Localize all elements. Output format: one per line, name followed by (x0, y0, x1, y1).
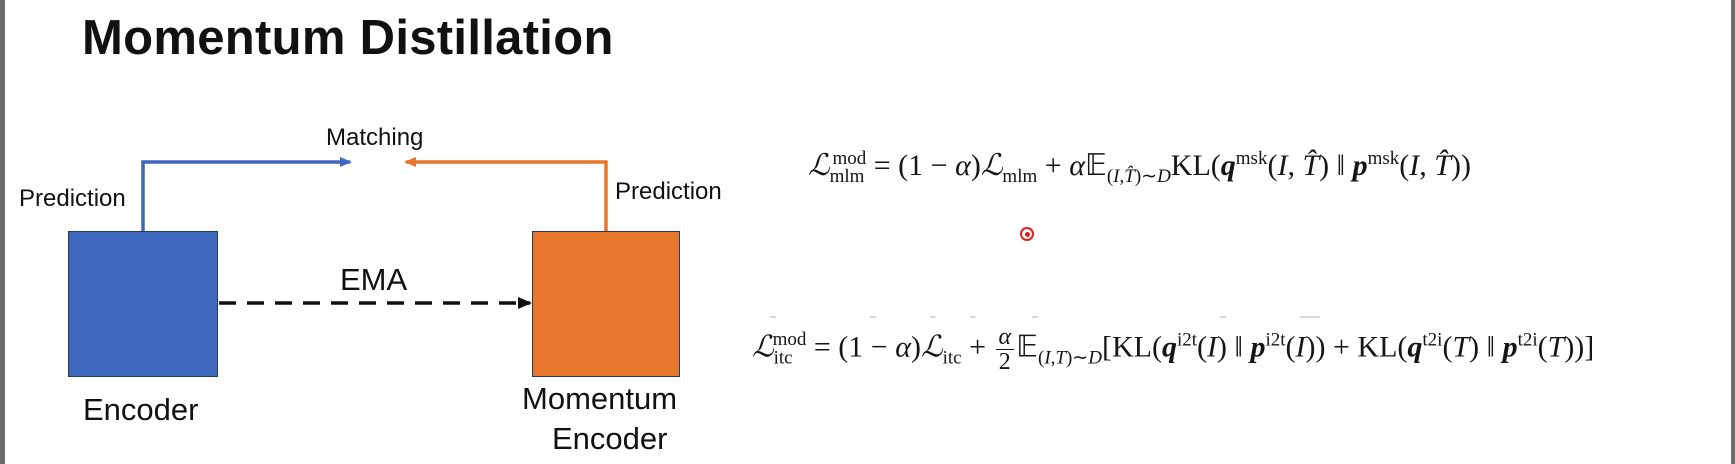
left-frame-edge (0, 0, 5, 464)
momentum-encoder-label-line2: Encoder (552, 421, 668, 456)
encoder-box (68, 231, 218, 377)
right-frame-edge (1731, 0, 1735, 464)
slide-title: Momentum Distillation (82, 11, 614, 65)
encoder-prediction-arrow (141, 157, 352, 231)
prediction-left-label: Prediction (19, 185, 126, 212)
momentum-prediction-arrow (404, 157, 608, 231)
matching-label: Matching (326, 124, 424, 151)
pointer-cursor-dot (1020, 227, 1034, 241)
ema-label: EMA (340, 262, 408, 297)
mlm-loss-equation: ℒmlmmod = (1 − α)ℒmlm + α𝔼(I,T̂)∼DKL(qms… (808, 148, 1471, 187)
momentum-encoder-box (532, 231, 680, 377)
prediction-right-label: Prediction (615, 178, 722, 205)
encoder-label: Encoder (83, 392, 199, 427)
momentum-encoder-label-line1: Momentum (522, 381, 678, 416)
faint-marks (770, 316, 1320, 322)
